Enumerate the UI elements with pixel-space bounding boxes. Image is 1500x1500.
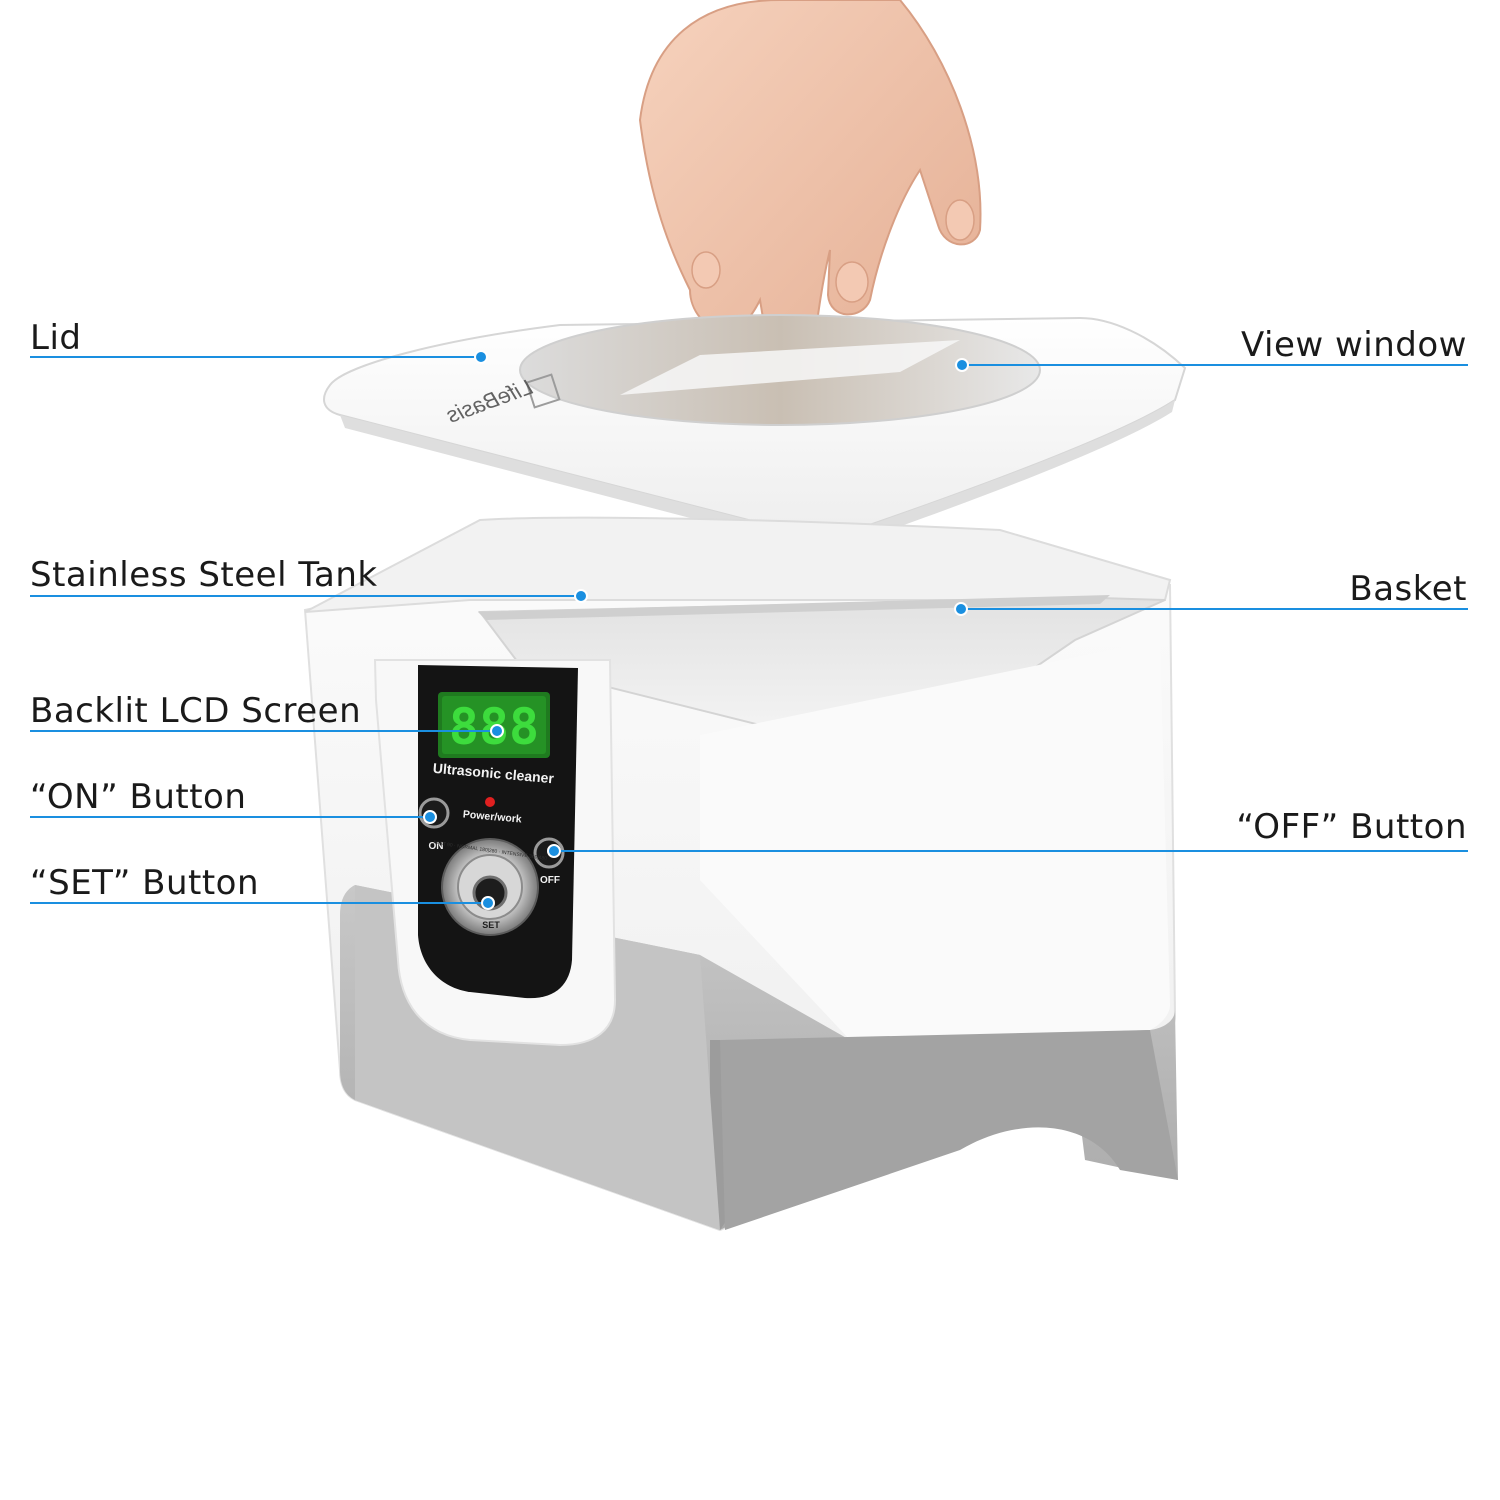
label-set-button: “SET” Button bbox=[30, 863, 260, 903]
callout-dot-view-window bbox=[955, 358, 969, 372]
power-indicator-led bbox=[485, 797, 495, 807]
on-label: ON bbox=[429, 841, 444, 852]
cleaner-body bbox=[303, 516, 1178, 1232]
callout-dot-on bbox=[423, 810, 437, 824]
set-label: SET bbox=[482, 920, 500, 930]
callout-dot-lcd bbox=[490, 724, 504, 738]
control-panel bbox=[418, 665, 578, 999]
label-backlit-lcd-screen: Backlit LCD Screen bbox=[30, 691, 362, 731]
label-basket: Basket bbox=[1349, 569, 1467, 609]
stainless-steel-tank bbox=[478, 595, 1110, 620]
callout-dot-tank bbox=[574, 589, 588, 603]
indicator-label: Power/work bbox=[462, 808, 522, 825]
callout-dot-set bbox=[481, 896, 495, 910]
callout-dot-off bbox=[547, 844, 561, 858]
label-lid: Lid bbox=[30, 318, 82, 358]
label-view-window: View window bbox=[1241, 325, 1467, 365]
label-stainless-steel-tank: Stainless Steel Tank bbox=[30, 555, 378, 595]
callout-dot-basket bbox=[954, 602, 968, 616]
label-off-button: “OFF” Button bbox=[1236, 807, 1467, 847]
callout-dot-lid bbox=[474, 350, 488, 364]
label-on-button: “ON” Button bbox=[30, 777, 247, 817]
callout-lines bbox=[30, 350, 1468, 910]
lid bbox=[323, 314, 1187, 549]
off-label: OFF bbox=[540, 875, 560, 886]
